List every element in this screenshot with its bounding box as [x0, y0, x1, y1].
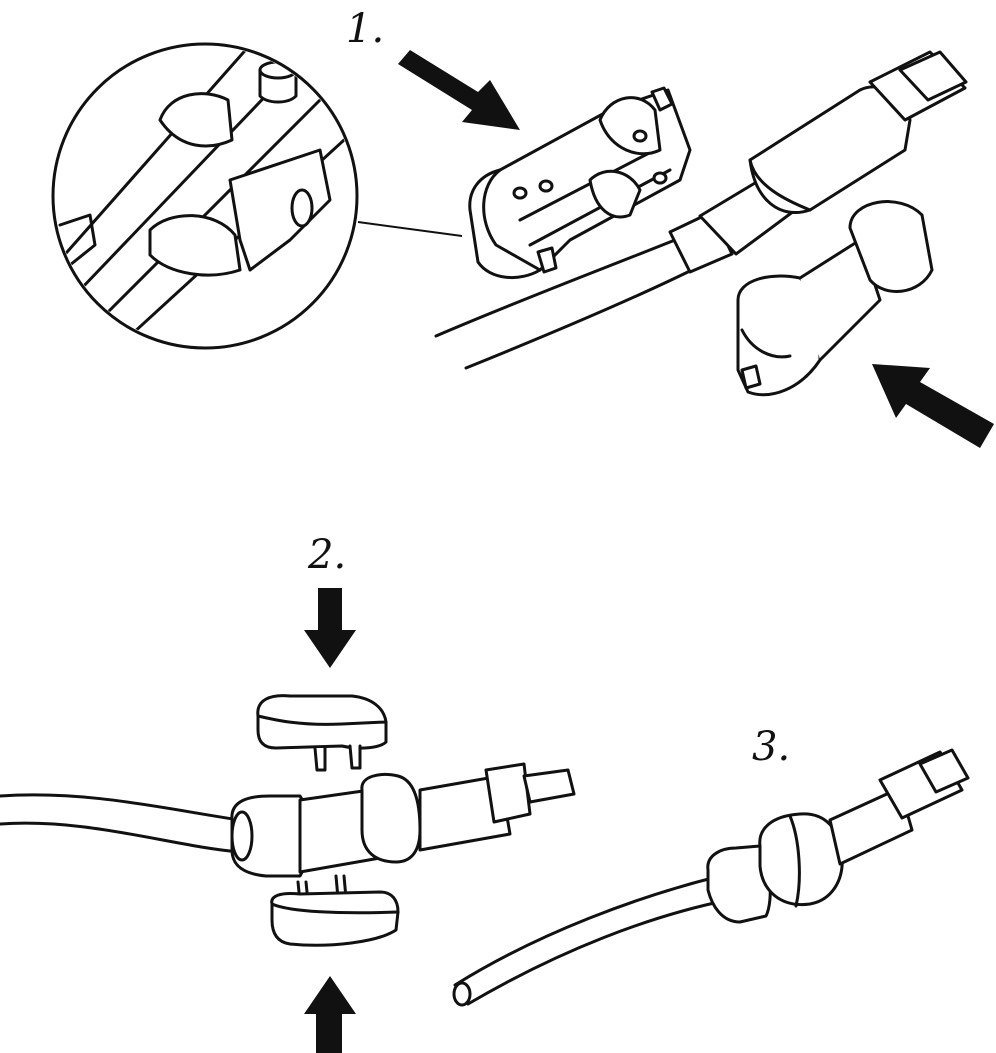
detail-leader-line [357, 221, 463, 237]
step-3-label: 3. [752, 724, 790, 770]
cable-step-2 [0, 762, 576, 878]
step-1-group: 1. [51, 6, 994, 448]
arrow-down-right-icon [398, 50, 520, 130]
bottom-cap-piece [270, 874, 400, 947]
arrow-down-icon [304, 588, 356, 668]
step-2-group: 2. [0, 532, 576, 1053]
sleeve-piece [736, 200, 934, 397]
cable-step-1 [434, 50, 968, 370]
magnified-detail [51, 42, 359, 350]
arrow-up-left-icon [872, 364, 994, 448]
step-3-group: 3. [452, 724, 970, 1007]
cable-step-3-assembled [452, 748, 970, 1007]
top-cap-piece [256, 694, 388, 772]
step-1-label: 1. [346, 6, 384, 52]
arrow-up-icon [304, 976, 356, 1053]
step-2-label: 2. [307, 532, 346, 578]
clip-half-open [468, 86, 692, 280]
